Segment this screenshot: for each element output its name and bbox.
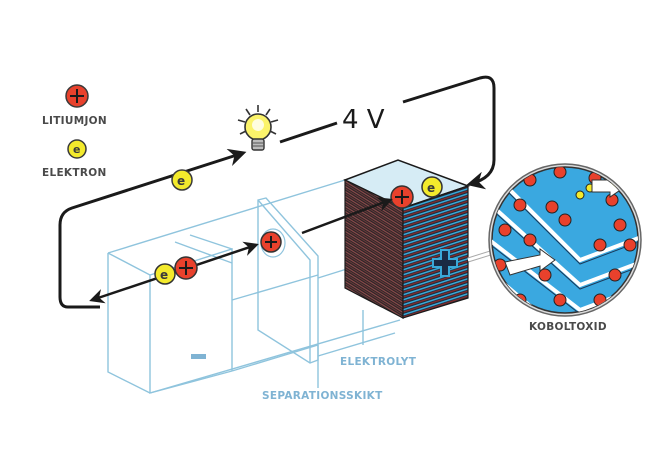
- electron-on-wire: e: [171, 169, 193, 191]
- electron-label: ELEKTRON: [42, 167, 107, 179]
- electron-on-cathode: e: [421, 176, 443, 198]
- lithium-ion-on-cathode: [390, 185, 414, 209]
- cathode-block: e: [343, 159, 471, 319]
- electron-symbol: e: [73, 143, 80, 156]
- wire-bulb-to-voltage: [279, 121, 338, 144]
- light-bulb-icon: [237, 105, 279, 151]
- lithium-ion-legend-icon: [65, 84, 89, 108]
- cathode-plus-icon: [432, 249, 458, 277]
- electron-legend-icon: e: [67, 139, 87, 159]
- lithium-ion-label: LITIUMJON: [42, 115, 107, 127]
- voltage-label: 4 V: [342, 105, 385, 135]
- lithium-ion-in-anode: [174, 256, 198, 280]
- wire-to-cathode: [402, 75, 496, 190]
- electron-in-anode: e: [154, 263, 176, 285]
- svg-text:e: e: [177, 174, 185, 188]
- svg-text:e: e: [427, 181, 435, 195]
- cobalt-oxide-zoom-callout: [467, 163, 642, 317]
- wire-to-bulb: [58, 148, 247, 309]
- separator-label: SEPARATIONSSKIKT: [262, 390, 383, 402]
- ion-flow-arrow-cathode: [301, 197, 393, 235]
- electrolyte-label: ELEKTROLYT: [340, 356, 417, 368]
- anode-minus-icon: [191, 354, 206, 359]
- lithium-ion-at-separator: [260, 228, 286, 258]
- external-circuit: 4 V: [58, 75, 496, 309]
- cathode-front: [402, 185, 469, 319]
- svg-text:e: e: [160, 268, 168, 282]
- cobalt-oxide-label: KOBOLTOXID: [529, 321, 607, 333]
- legend: LITIUMJON e ELEKTRON: [42, 84, 107, 179]
